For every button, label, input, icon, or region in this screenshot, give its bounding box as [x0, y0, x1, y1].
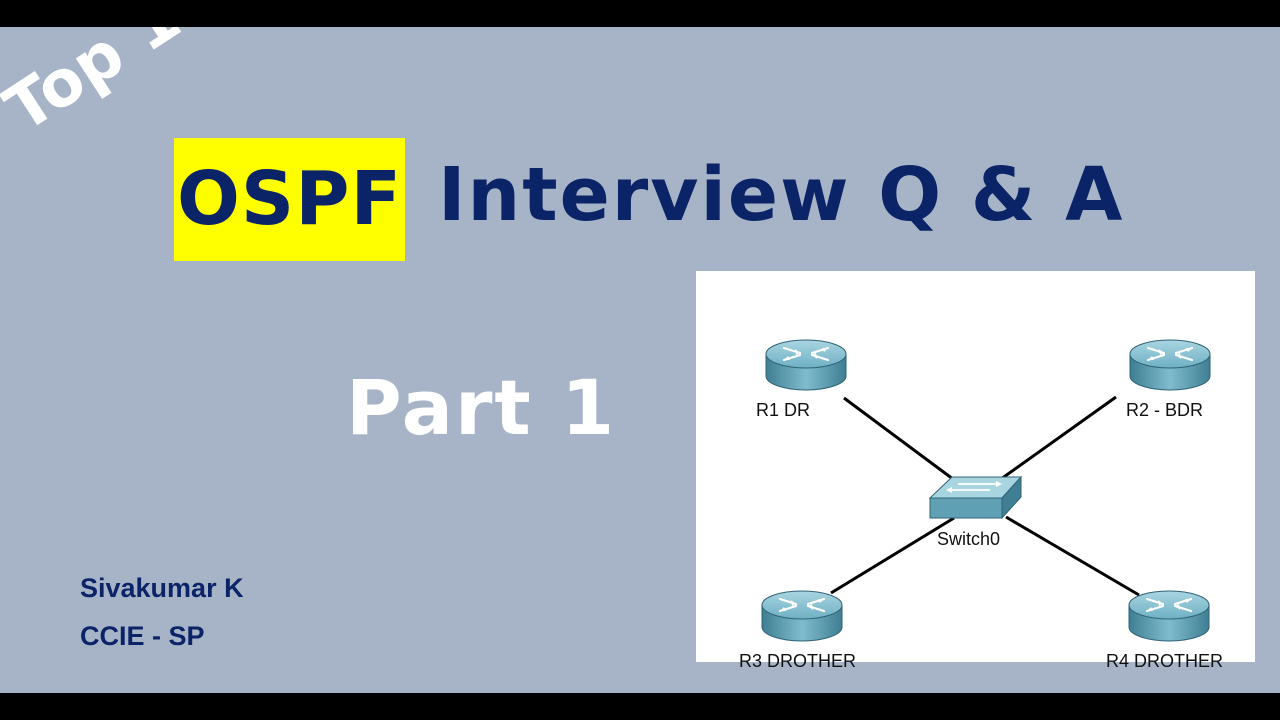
ospf-highlight-box: [174, 138, 405, 261]
router-r2-icon: [1128, 338, 1212, 392]
label-r1: R1 DR: [756, 400, 811, 420]
switch-icon: [928, 475, 1023, 520]
link-r3-switch: [830, 516, 955, 595]
network-links: [830, 395, 1140, 597]
label-r2: R2 - BDR: [1126, 400, 1204, 420]
author-name: Sivakumar K: [80, 573, 244, 603]
author-certification: CCIE - SP: [80, 621, 205, 651]
ospf-title-word: OSPF: [177, 156, 402, 242]
router-r1-icon: [764, 338, 848, 392]
router-r3-icon: [760, 589, 844, 643]
label-switch: Switch0: [937, 529, 1001, 549]
slide: Top 10 OSPF Interview Q & A Part 1 Sivak…: [0, 27, 1280, 693]
part-subtitle: Part 1: [346, 363, 617, 452]
label-r3: R3 DROTHER: [739, 651, 857, 671]
network-diagram: R1 DR R2 - BDR Switch0 R3 DROTHER R4 DRO…: [696, 271, 1255, 670]
label-r4: R4 DROTHER: [1106, 651, 1224, 671]
link-r1-switch: [843, 396, 962, 487]
router-r4-icon: [1127, 589, 1211, 643]
link-r4-switch: [1005, 515, 1140, 597]
top-10-label: Top 10: [0, 27, 231, 148]
link-r2-switch: [1000, 395, 1117, 481]
network-diagram-canvas: [760, 338, 1212, 643]
title-rest: Interview Q & A: [438, 152, 1125, 238]
